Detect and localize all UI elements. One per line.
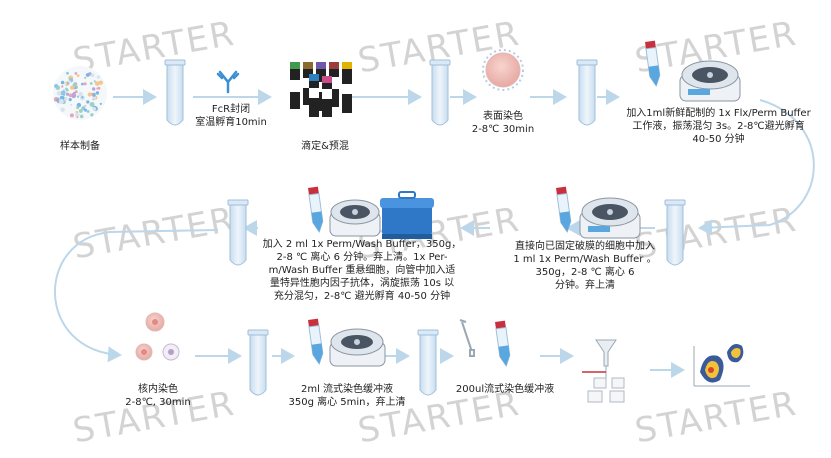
tube-icon bbox=[576, 59, 598, 126]
step-label-intracellular-stain: 加入 2 ml 1x Perm/Wash Buffer，350g， 2-8 ℃ … bbox=[262, 239, 462, 302]
centrifuge-icon bbox=[329, 199, 381, 237]
nuclear-stained-cells-icon bbox=[135, 312, 180, 361]
centrifuge-icon bbox=[579, 197, 641, 239]
tube-icon bbox=[247, 329, 269, 396]
pipette-icon bbox=[459, 319, 475, 357]
tube-icon bbox=[227, 199, 249, 266]
cooler-box-icon bbox=[380, 191, 434, 239]
surface-stained-cell-icon bbox=[482, 49, 524, 91]
tube-icon bbox=[417, 329, 439, 396]
step-label-sample-prep: 样本制备 bbox=[60, 141, 100, 152]
conical-tube-icon bbox=[645, 40, 661, 87]
tube-icon bbox=[164, 59, 186, 126]
flow-cytometer-icon bbox=[582, 339, 625, 403]
conical-tube-icon bbox=[308, 318, 324, 365]
step-label-nuclear-stain: 核内染色 2-8℃, 30min bbox=[125, 384, 191, 408]
reagent-bottles-icon bbox=[290, 62, 352, 117]
centrifuge-icon bbox=[679, 60, 741, 102]
tube-icon bbox=[429, 59, 451, 126]
step-label-wash-buffer: 2ml 流式染色缓冲液 350g 离心 5min，弃上清 bbox=[288, 384, 406, 408]
antibody-icon bbox=[216, 70, 240, 94]
conical-tube-icon bbox=[556, 186, 572, 233]
conical-tube-icon bbox=[495, 320, 511, 367]
centrifuge-icon bbox=[329, 328, 386, 367]
tube-icon bbox=[664, 199, 686, 266]
flow-arrows bbox=[53, 89, 815, 378]
step-label-titration: 滴定&预混 bbox=[301, 141, 349, 152]
step-label-perm-wash: 直接向已固定破膜的细胞中加入 1 ml 1x Perm/Wash Buffer … bbox=[513, 241, 657, 291]
conical-tube-icon bbox=[308, 186, 324, 233]
step-label-surface-stain: 表面染色 2-8℃ 30min bbox=[471, 111, 535, 135]
step-label-fcr-block: FcR封闭 室温孵育10min bbox=[195, 104, 267, 128]
sample-cells-icon bbox=[53, 66, 107, 120]
step-label-resuspend: 200ul流式染色缓冲液 bbox=[455, 384, 555, 395]
analysis-plot-icon bbox=[693, 344, 750, 387]
step-label-fix-perm: 加入1ml新鲜配制的 1x Flx/Perm Buffer 工作液，振荡混匀 3… bbox=[626, 108, 811, 145]
